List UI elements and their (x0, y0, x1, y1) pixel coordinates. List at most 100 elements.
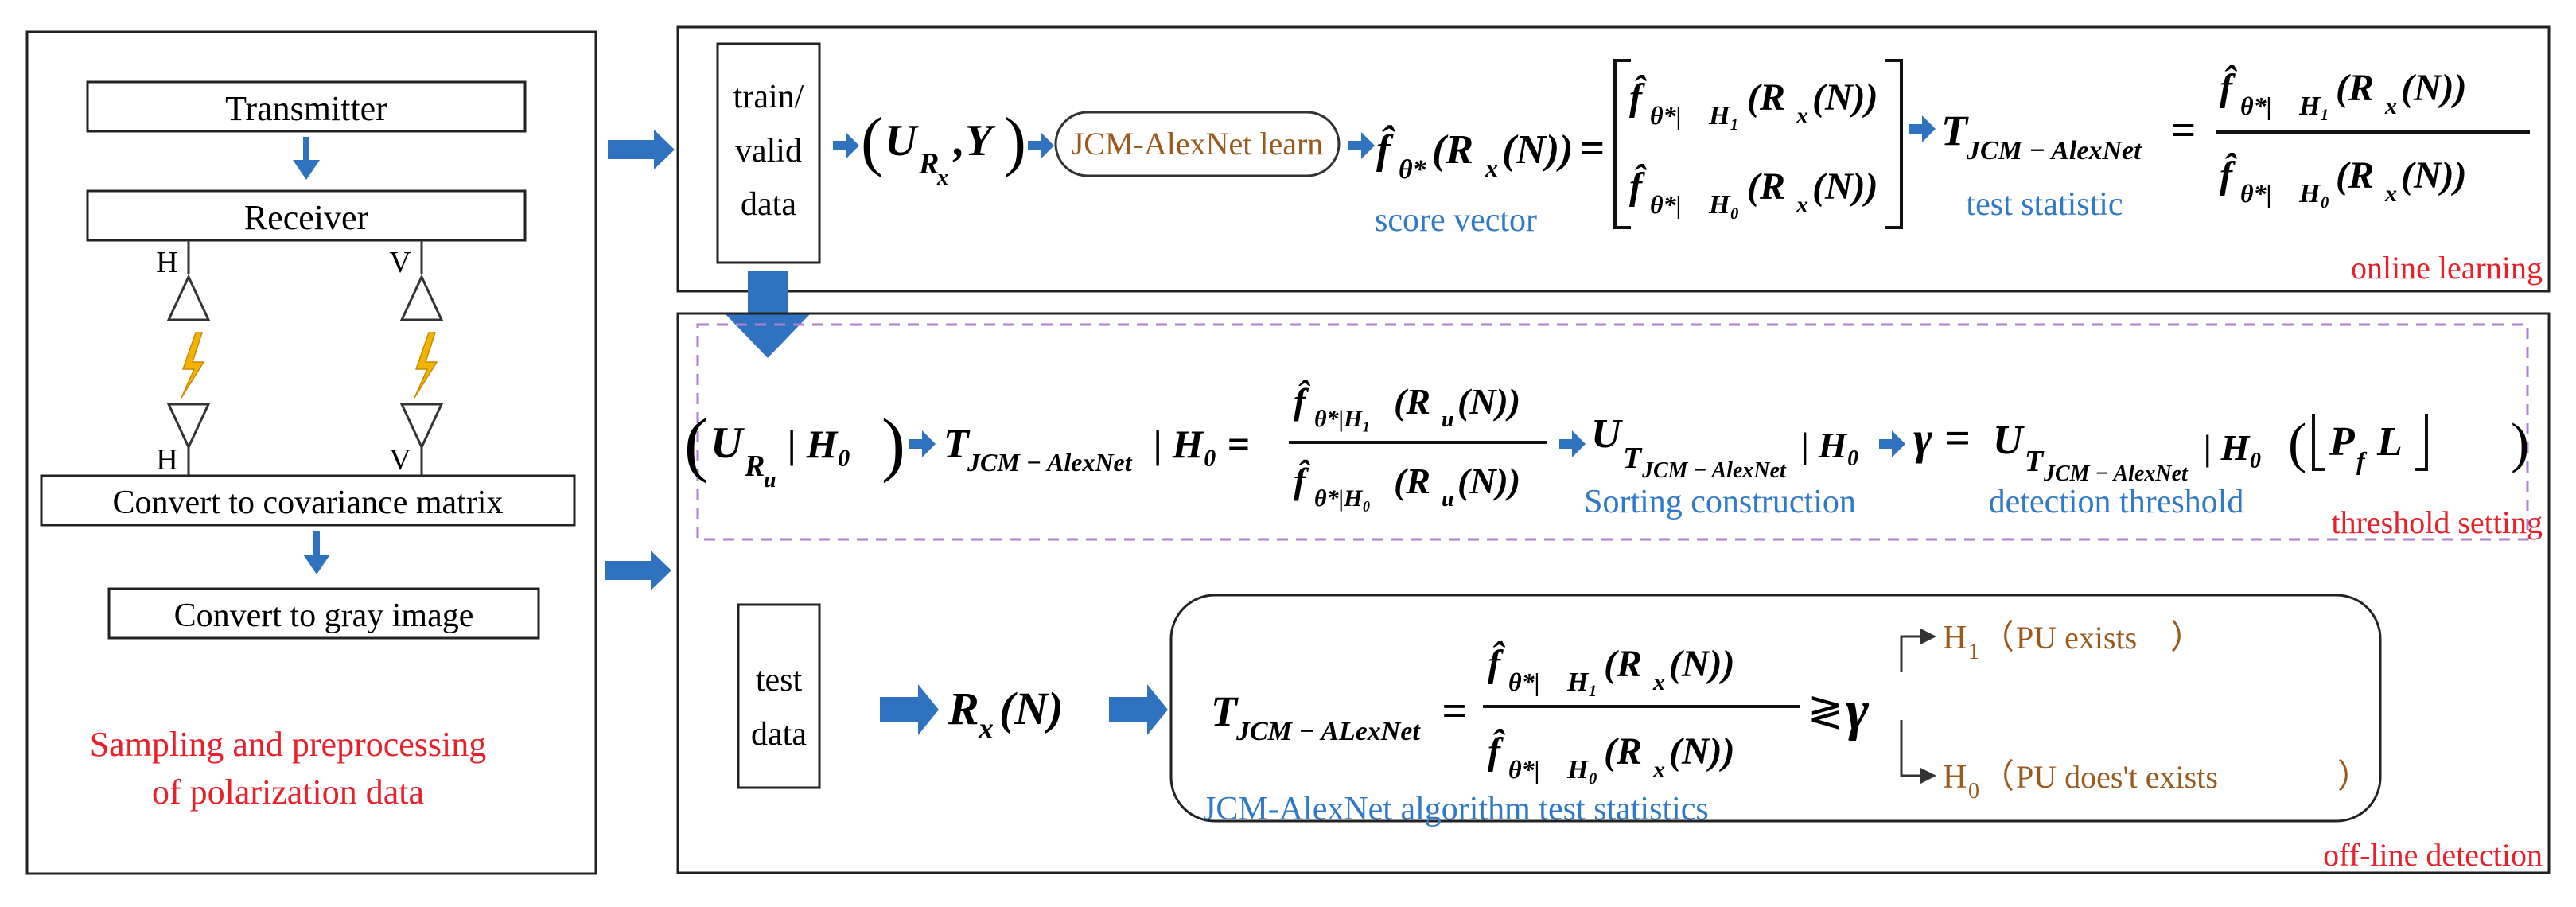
offline-x-subscript: x (978, 712, 994, 745)
train-valid-line1: train/ (733, 79, 804, 115)
vector-theta-h1: θ*| (1650, 101, 1682, 130)
online-learning-section-label: online learning (2351, 250, 2543, 286)
thr-den-f-hat: f̂ (1294, 459, 1311, 501)
online-learning-panel: train/ valid data ( U R x ,Y ) JCM-AlexN… (676, 25, 2551, 293)
vector-f-hat-h0: f̂ (1629, 163, 1648, 208)
thr-num-Ru: (R (1394, 381, 1430, 422)
antenna-h-tx-icon (166, 274, 211, 321)
offline-detection-panel: ( U R u | H₀ ) T JCM − AlexNet | H₀ = f̂… (676, 312, 2551, 874)
formula-theta-star: θ* (1399, 155, 1427, 185)
block-arrow-down-icon (303, 531, 330, 574)
small-arrow-right-icon (909, 430, 936, 457)
vector-H0: H₀ (1708, 190, 1739, 220)
train-valid-line3: data (741, 186, 796, 223)
gamma-given-H0: | H₀ (2204, 427, 2262, 468)
formula-N-paren: (N)) (1502, 127, 1574, 173)
offline-R-symbol: R (948, 683, 979, 734)
vector-N-h0: (N)) (1812, 165, 1878, 208)
small-arrow-right-icon (833, 132, 859, 159)
thr-T-given-H0: | H₀ = (1154, 422, 1250, 466)
stat-num-theta: θ*| (2240, 91, 2272, 120)
sort-T-subsub: JCM − AlexNet (1641, 458, 1787, 483)
antenna-v-rx-icon (399, 403, 444, 450)
covariance-label: Convert to covariance matrix (113, 485, 504, 521)
gamma-U-symbol: U (1993, 418, 2025, 463)
preprocessing-caption-line1: Sampling and preprocessing (90, 725, 487, 764)
stat-den-theta: θ*| (2240, 179, 2272, 208)
lightning-bolt-icon (414, 332, 438, 399)
gamma-T-sub: T (2025, 445, 2045, 478)
offline-num-theta: θ*| (1508, 668, 1540, 696)
gray-image-label: Convert to gray image (174, 598, 474, 634)
online-learning-frame (676, 25, 2551, 293)
thr-num-u: u (1442, 407, 1454, 432)
stat-num-f-hat: f̂ (2220, 64, 2238, 109)
offline-gamma-symbol: γ (1846, 680, 1870, 742)
small-arrow-right-icon (1909, 115, 1936, 142)
stat-T-subscript: JCM − AlexNet (1966, 136, 2142, 165)
offline-T-subscript: JCM − ALexNet (1235, 717, 1421, 746)
antenna-h-bottom-label: H (156, 443, 177, 477)
vector-theta-h0: θ*| (1650, 190, 1682, 219)
vector-right-bracket (1885, 59, 1903, 229)
offline-den-H0: H₀ (1566, 755, 1597, 784)
formula-close-paren: ) (1004, 104, 1026, 178)
test-statistic-caption: test statistic (1966, 186, 2123, 223)
floor-left-bracket (2312, 414, 2325, 471)
small-arrow-right-icon (1348, 132, 1375, 159)
sort-U-symbol: U (1591, 411, 1623, 457)
test-data-box (737, 603, 821, 789)
thr-den-u: u (1442, 487, 1454, 512)
formula-equals: = (1579, 124, 1605, 173)
preprocessing-panel-frame (25, 30, 597, 875)
thr-U-symbol: U (710, 418, 745, 468)
h1-outcome-label: PU exists (2016, 620, 2137, 656)
thr-den-theta: θ*|H₀ (1314, 485, 1371, 512)
gamma-f-subscript: f (2356, 446, 2368, 475)
lightning-bolt-icon (181, 332, 205, 399)
formula-Rx-N: (R (1432, 127, 1473, 173)
vector-N-h1: (N)) (1812, 76, 1878, 119)
thr-den-Ru: (R (1394, 461, 1430, 501)
jcm-alexnet-learn-pill (1054, 111, 1341, 177)
vector-x-h1: x (1796, 103, 1808, 129)
stat-den-H0: H₀ (2298, 179, 2329, 208)
offline-T-symbol: T (1211, 687, 1239, 735)
block-arrow-right-icon (880, 684, 939, 735)
detection-threshold-caption: detection threshold (1989, 484, 2244, 520)
gamma-L-symbol: L (2376, 419, 2403, 465)
transmitter-label: Transmitter (225, 89, 387, 128)
small-arrow-right-icon (1028, 132, 1054, 159)
stat-num-H1: H₁ (2298, 91, 2329, 121)
stat-T-symbol: T (1941, 107, 1969, 154)
thr-num-theta: θ*|H₁ (1314, 406, 1371, 432)
h1-subscript: 1 (1968, 640, 1979, 664)
vector-H1: H₁ (1708, 101, 1739, 130)
antenna-v-tx-icon (399, 274, 444, 321)
small-arrow-right-icon (1559, 430, 1586, 457)
vector-Rx-h1: (R (1747, 76, 1785, 119)
vector-Rx-h0: (R (1747, 165, 1785, 208)
stat-den-f-hat: f̂ (2220, 152, 2238, 197)
branch-h1-arrow (1900, 628, 1937, 672)
test-data-line2: data (751, 716, 807, 753)
offline-N-paren: (N) (999, 683, 1064, 734)
stat-equals: = (2170, 106, 2196, 155)
thr-u-subscript: u (764, 468, 776, 492)
antenna-v-top-label: V (389, 246, 411, 279)
formula-x-subscript: x (936, 165, 948, 190)
stat-den-Rx: (R (2336, 154, 2374, 197)
h1-close-paren: ） (2170, 620, 2204, 656)
h0-symbol: H (1943, 759, 1967, 796)
sort-T-sub: T (1623, 442, 1643, 475)
h0-open-paren: （ (1981, 759, 2014, 796)
thr-open-paren: ( (684, 405, 708, 484)
block-arrow-right-icon (1109, 684, 1168, 735)
algorithm-test-statistics-caption: JCM-AlexNet algorithm test statistics (1203, 791, 1709, 827)
offline-num-N: (N)) (1669, 643, 1735, 685)
offline-gtrless-symbol: ≷ (1807, 687, 1843, 735)
transmitter-box (86, 80, 527, 133)
vector-f-hat-h1: f̂ (1629, 74, 1648, 119)
sorting-construction-caption: Sorting construction (1584, 484, 1856, 520)
